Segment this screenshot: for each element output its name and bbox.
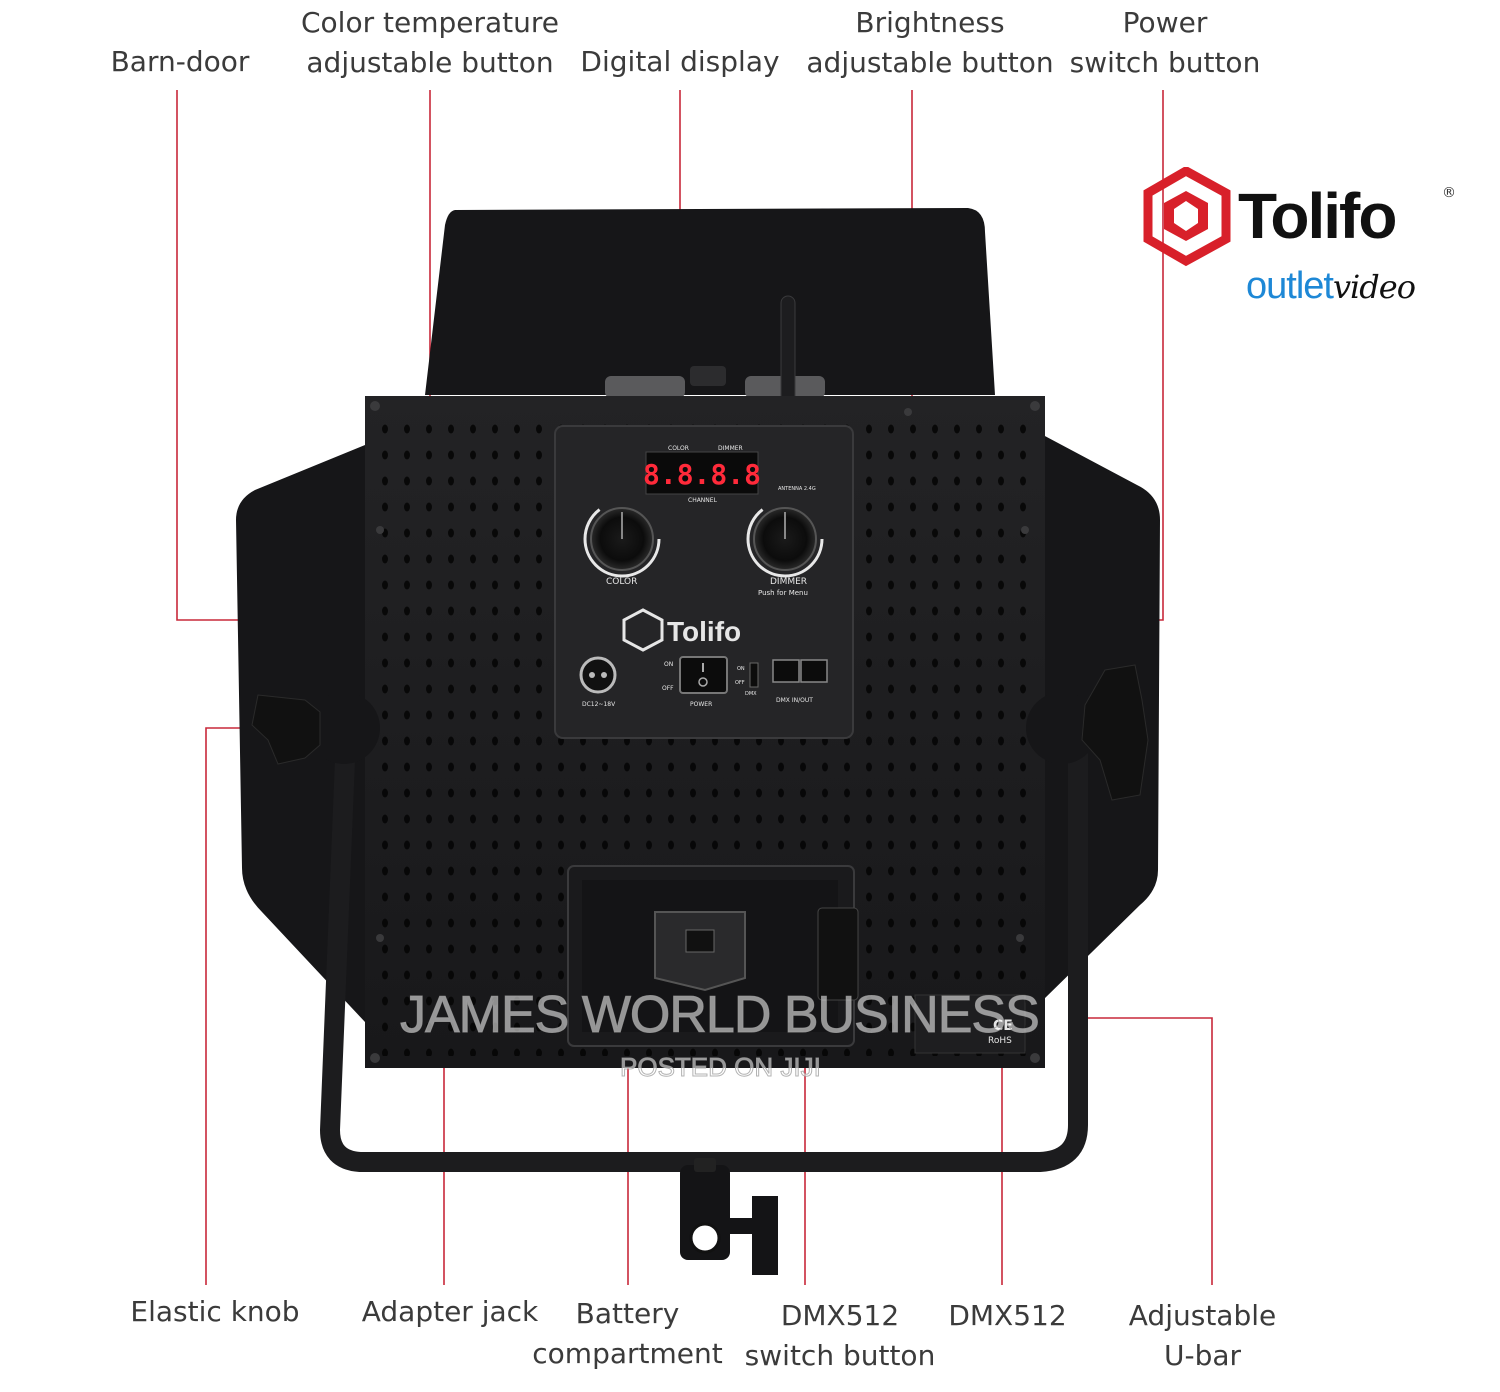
panel-logo-icon: [622, 608, 664, 652]
spec-label: [914, 994, 1026, 1054]
brand-subtitle: outletvideo: [1246, 265, 1416, 308]
left-hub: [308, 692, 380, 764]
dmx-off-label: OFF: [735, 680, 745, 686]
elastic-knob-right[interactable]: [1081, 664, 1149, 801]
label-elastic-knob: Elastic knob: [120, 1292, 310, 1332]
display-label-channel: CHANNEL: [688, 497, 718, 504]
label-color-temperature: Color temperature adjustable button: [290, 3, 570, 83]
dmx-port-out[interactable]: [800, 659, 828, 683]
label-power-line2: switch button: [1069, 46, 1261, 79]
right-hub: [1026, 692, 1098, 764]
tolifo-logo-icon: [1143, 167, 1231, 267]
digital-display-screen: [645, 451, 759, 495]
power-on-label: ON: [664, 661, 673, 668]
dc-label: DC12~18V: [582, 701, 616, 708]
adapter-jack[interactable]: [579, 656, 617, 694]
brand-registered: ®: [1442, 185, 1456, 201]
dmx-label: DMX: [745, 691, 757, 697]
label-dmx512-switch: DMX512 switch button: [740, 1296, 940, 1376]
power-switch[interactable]: [679, 656, 728, 694]
brand-name: Tolifo: [1238, 180, 1397, 252]
panel-logo-text: Tolifo: [667, 616, 741, 647]
label-dmx-switch-line2: switch button: [744, 1339, 936, 1372]
label-adapter-jack-text: Adapter jack: [361, 1295, 539, 1328]
label-barn-door-text: Barn-door: [110, 45, 250, 78]
knob-label-push: Push for Menu: [758, 589, 808, 597]
label-dmx-switch-line1: DMX512: [780, 1299, 900, 1332]
display-label-color: COLOR: [668, 445, 689, 452]
label-power-line1: Power: [1122, 6, 1208, 39]
label-color-temp-line1: Color temperature: [300, 6, 559, 39]
label-u-bar-line2: U-bar: [1163, 1339, 1242, 1372]
label-digital-display-text: Digital display: [580, 45, 780, 78]
label-barn-door: Barn-door: [100, 42, 260, 82]
display-readout: 8.8.8.8: [643, 458, 761, 491]
label-power: Power switch button: [1065, 3, 1265, 83]
label-elastic-knob-text: Elastic knob: [130, 1295, 300, 1328]
power-off-label: OFF: [662, 685, 674, 692]
display-label-dimmer: DIMMER: [718, 445, 743, 452]
label-dmx-text: DMX512: [948, 1299, 1067, 1332]
u-bar: [320, 730, 1088, 1172]
dmx-on-label: ON: [737, 666, 745, 672]
spigot-knob[interactable]: [752, 1196, 778, 1275]
label-digital-display: Digital display: [575, 42, 785, 82]
label-brightness-line2: adjustable button: [806, 46, 1054, 79]
dmx-switch[interactable]: [749, 662, 759, 688]
label-u-bar-line1: Adjustable: [1128, 1299, 1277, 1332]
brand-logo: Tolifo ® outletvideo: [1140, 165, 1470, 315]
label-brightness-line1: Brightness: [855, 6, 1005, 39]
top-latch: [690, 366, 726, 386]
label-battery-line1: Battery: [575, 1297, 680, 1330]
label-adjustable-u-bar: Adjustable U-bar: [1120, 1296, 1285, 1376]
watermark-sub: POSTED ON JIJI: [620, 1052, 822, 1083]
power-label: POWER: [690, 701, 712, 708]
top-bracket-left: [605, 376, 685, 398]
rohs-mark: RoHS: [988, 1036, 1012, 1046]
label-battery-compartment: Battery compartment: [530, 1294, 725, 1374]
antenna-label: ANTENNA 2.4G: [778, 486, 816, 492]
knob-label-color: COLOR: [606, 577, 637, 587]
leader-barn-door: [176, 90, 265, 621]
battery-latch: [817, 907, 859, 1001]
knob-label-dimmer: DIMMER: [770, 577, 807, 587]
label-adapter-jack: Adapter jack: [355, 1292, 545, 1332]
elastic-knob-left[interactable]: [251, 694, 321, 765]
dmx-port-in[interactable]: [772, 659, 800, 683]
label-brightness: Brightness adjustable button: [805, 3, 1055, 83]
watermark-main: JAMES WORLD BUSINESS: [400, 986, 1041, 1045]
ce-mark: CE: [993, 1018, 1013, 1034]
label-battery-line2: compartment: [532, 1337, 723, 1370]
label-color-temp-line2: adjustable button: [306, 46, 554, 79]
leader-u-bar: [1080, 1017, 1213, 1285]
brand-sub-script: video: [1332, 268, 1416, 306]
barn-door-top: [425, 208, 995, 395]
brand-sub-plain: outlet: [1246, 265, 1334, 307]
dmx-inout-label: DMX IN/OUT: [776, 697, 813, 704]
label-dmx512: DMX512: [940, 1296, 1075, 1336]
